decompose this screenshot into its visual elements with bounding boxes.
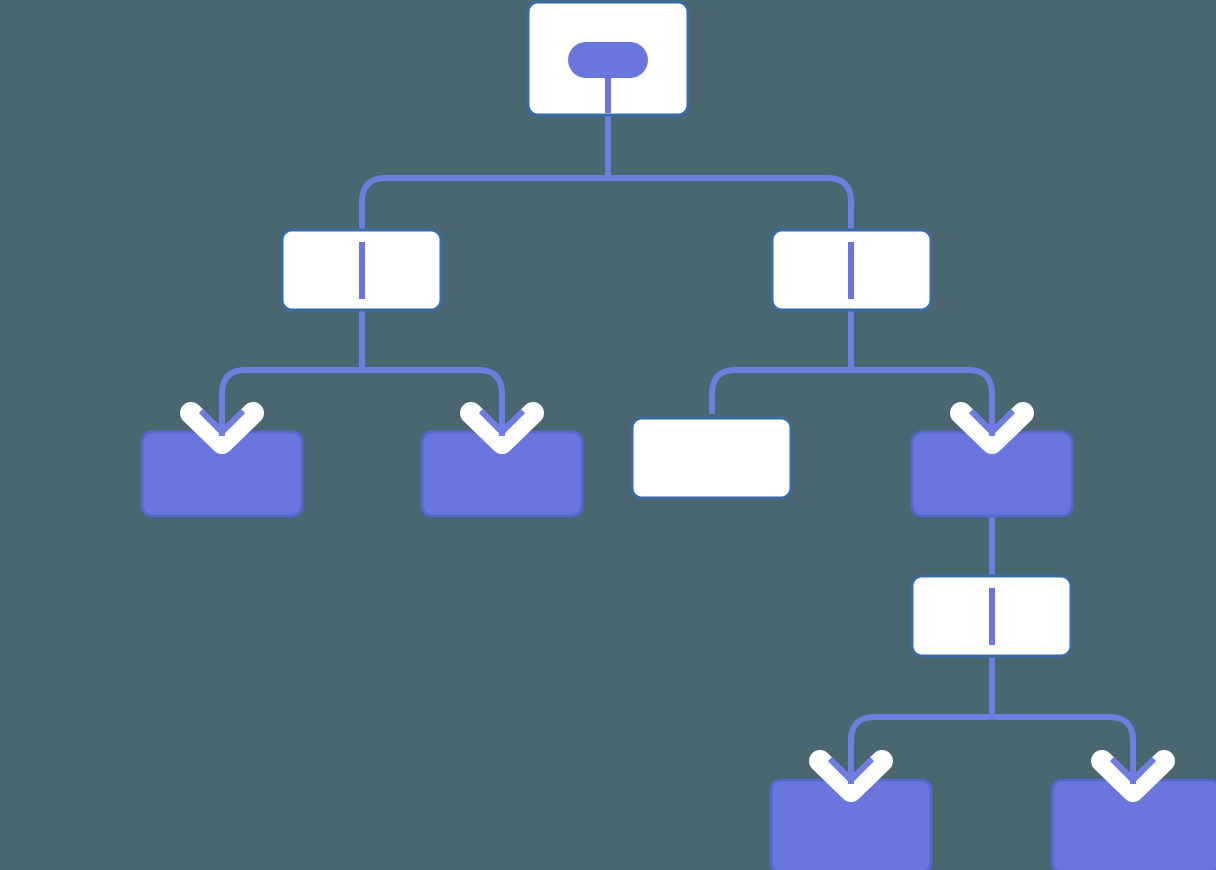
terminal-node-white[interactable] bbox=[630, 416, 793, 500]
branch-node-left-inner-line bbox=[359, 242, 365, 299]
arrowheads-layer bbox=[180, 402, 1175, 802]
edge-sub-branch-to-leaf-4 bbox=[992, 714, 1136, 788]
arrowhead-leaf-node-3 bbox=[809, 750, 893, 802]
root-node-stem bbox=[605, 60, 611, 113]
arrowhead-leaf-node-1 bbox=[180, 402, 264, 454]
chevron-down-icon bbox=[180, 402, 264, 454]
branch-node-right-inner-line bbox=[848, 242, 854, 299]
edge-root-to-right-branch bbox=[608, 175, 854, 234]
chevron-down-icon bbox=[460, 402, 544, 454]
edge-left-branch-to-leaf-2 bbox=[362, 367, 505, 440]
white-nodes-layer bbox=[280, 0, 1073, 658]
chevron-down-icon bbox=[950, 402, 1034, 454]
arrowhead-leaf-node-4 bbox=[1091, 750, 1175, 802]
chevron-down-icon bbox=[809, 750, 893, 802]
edge-left-branch-to-leaf-1 bbox=[219, 367, 362, 440]
edge-right-branch-to-child bbox=[851, 367, 995, 440]
arrowhead-branch-node-right-child bbox=[950, 402, 1034, 454]
chevron-down-icon bbox=[1091, 750, 1175, 802]
sub-branch-node-inner-line bbox=[989, 588, 995, 645]
edges-layer bbox=[219, 113, 1136, 788]
edge-right-branch-to-terminal bbox=[709, 367, 851, 414]
edge-root-to-left-branch bbox=[359, 175, 608, 234]
edge-sub-branch-to-leaf-3 bbox=[848, 714, 992, 788]
purple-nodes-layer bbox=[140, 430, 1216, 870]
arrowhead-leaf-node-2 bbox=[460, 402, 544, 454]
